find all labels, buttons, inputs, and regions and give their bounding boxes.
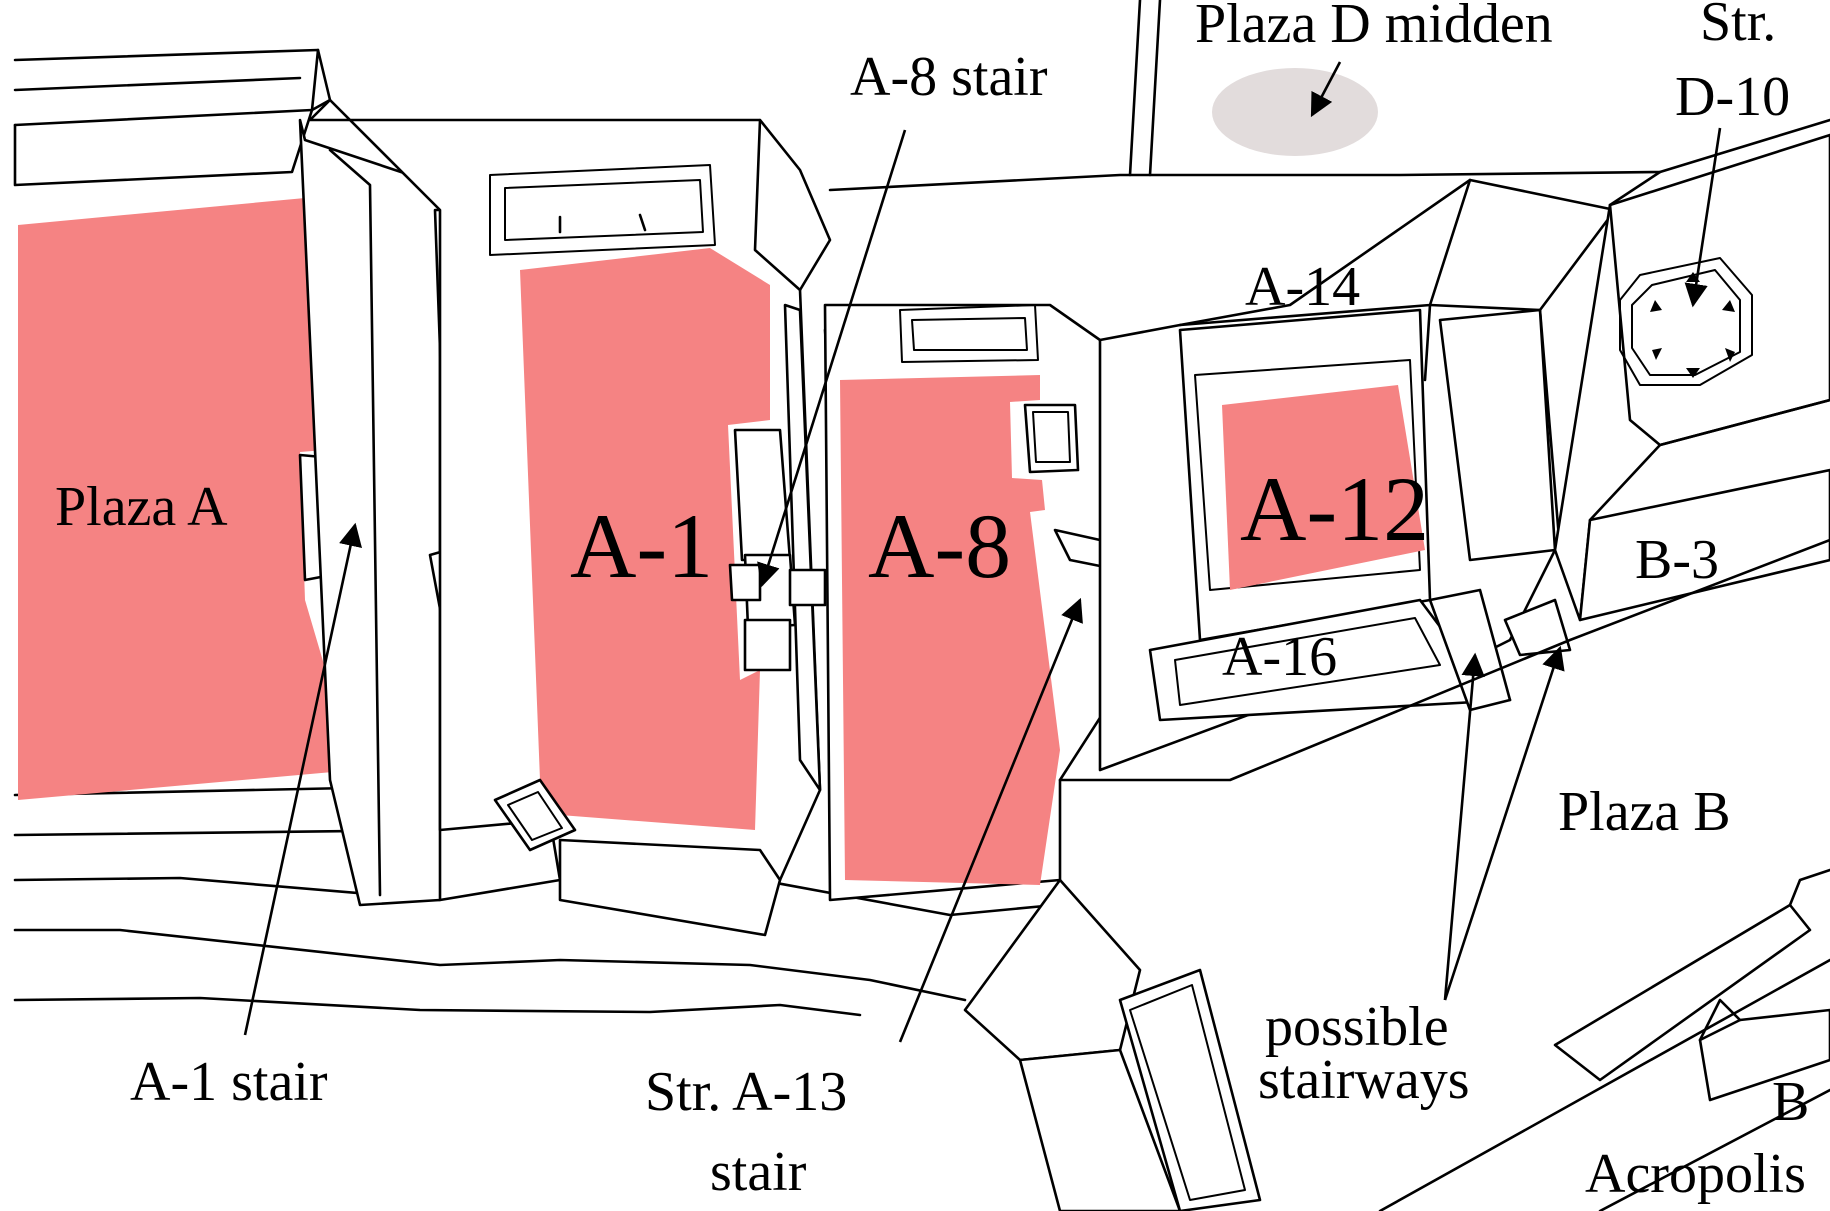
b-acropolis-structures [1378,868,1830,1211]
label-a8: A-8 [868,495,1011,597]
structure-d10-area [1058,133,1830,782]
southern-passage [963,878,1262,1211]
leader-arrows [243,61,1722,1043]
small-pyramid-base [493,778,782,937]
label-str-d10-line1: Str. [1700,0,1776,53]
label-b3: B-3 [1635,529,1719,591]
label-possible-line2: stairways [1258,1049,1470,1111]
plaza-a-area [18,198,355,800]
label-a14: A-14 [1245,256,1360,318]
label-b-acropolis-line1: B [1772,1071,1809,1133]
label-str-a13-line2: stair [710,1141,807,1203]
map-labels: Plaza D midden A-8 stair Str. D-10 A-14 … [55,0,1809,1205]
label-a1: A-1 [570,495,713,597]
label-a8-stair: A-8 stair [850,46,1048,108]
label-str-a13-line1: Str. A-13 [645,1061,847,1123]
a1-platform-area [520,248,770,830]
label-plaza-b: Plaza B [1558,781,1731,843]
a8-platform-area [840,375,1060,885]
label-plaza-d-midden: Plaza D midden [1195,0,1553,55]
label-possible-line1: possible [1265,996,1449,1058]
label-str-d10-line2: D-10 [1675,66,1790,128]
a12-platform-area [1222,385,1425,590]
label-plaza-a: Plaza A [55,476,228,538]
label-b-acropolis-line2: Acropolis [1585,1143,1806,1205]
terrace-lines-northwest [13,48,332,187]
label-a1-stair: A-1 stair [130,1051,328,1113]
label-a12: A-12 [1240,458,1429,560]
label-a16: A-16 [1222,626,1337,688]
plaza-d-midden-ellipse [1212,68,1378,156]
